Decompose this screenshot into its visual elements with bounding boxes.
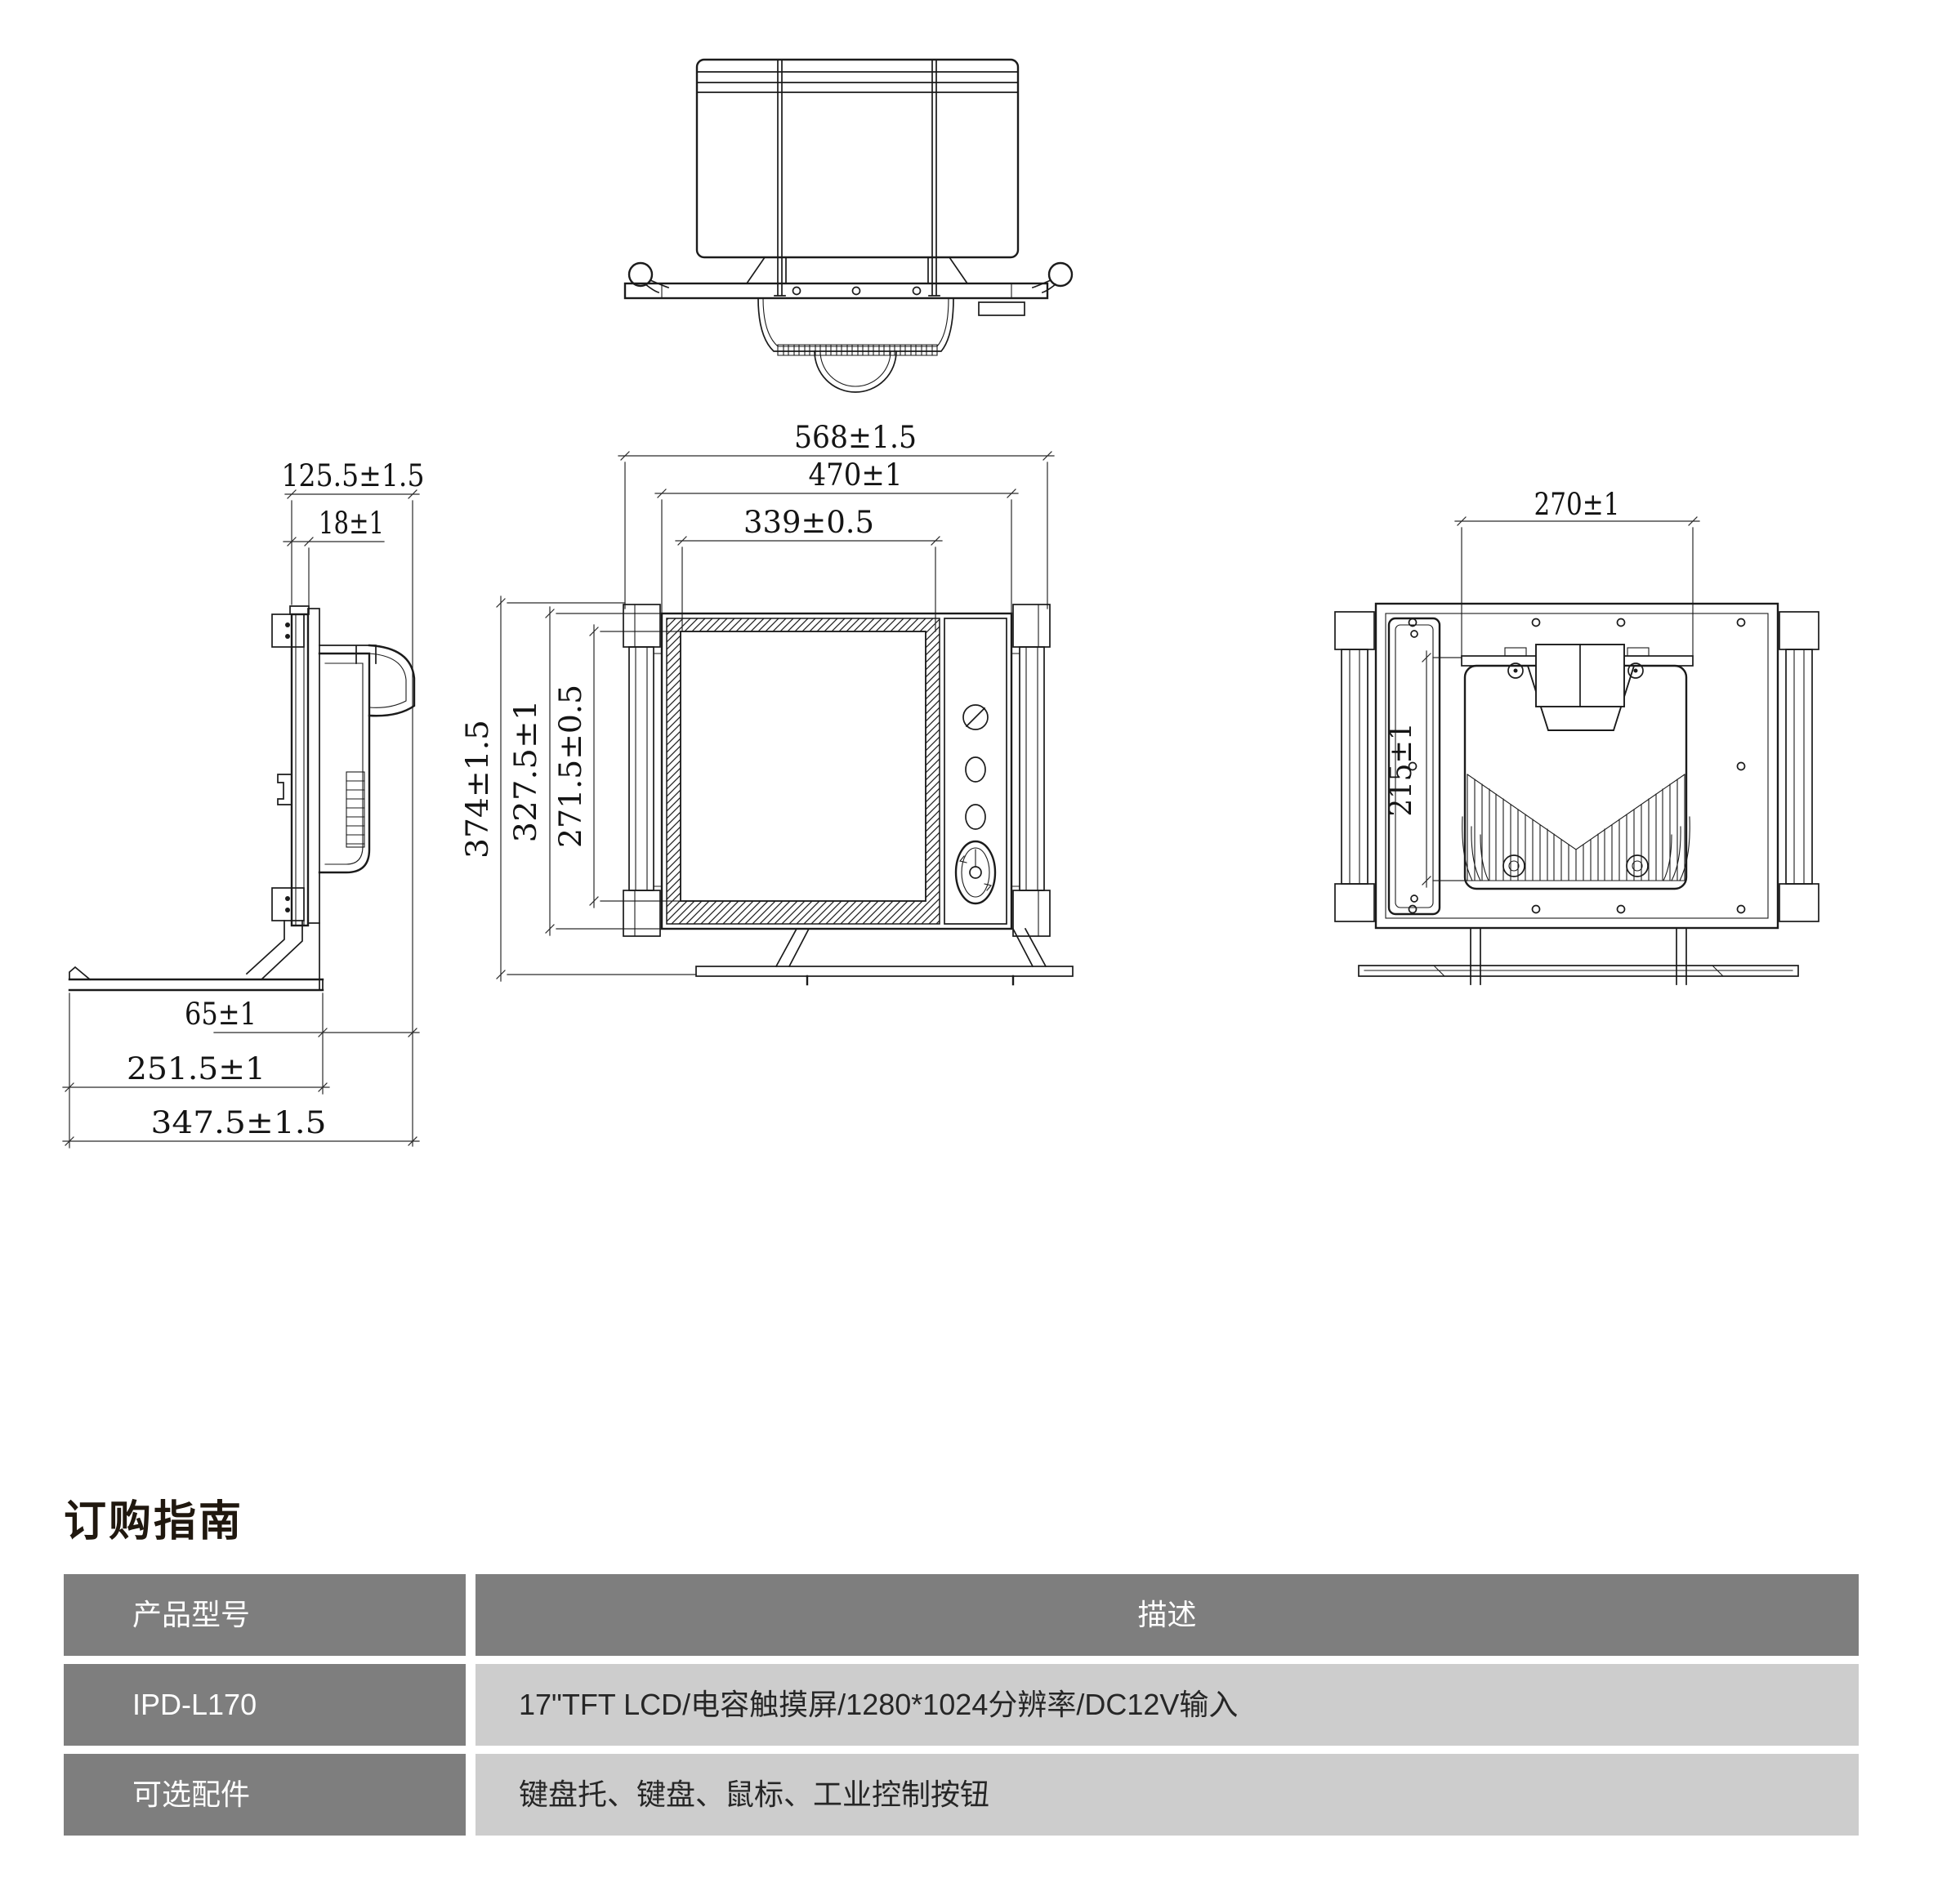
dim-label: 347.5±1.5: [151, 1105, 327, 1140]
bezel-hatch: [666, 618, 940, 925]
heatsink-fins: [1467, 774, 1685, 881]
rear-view: 270±1 215±1: [1334, 487, 1819, 985]
front-bezel: [660, 612, 1013, 930]
dim-label: 125.5±1.5: [282, 458, 425, 493]
order-guide-section: 订购指南 产品型号 描述 IPD-L170 17"TFT LCD/电容触摸屏/1…: [64, 1498, 1859, 1844]
dim-label: 327.5±1: [508, 700, 543, 843]
side-view: 125.5±1.5 18±1 65±1 251.5±1 347.5±1.5: [62, 458, 425, 1149]
order-guide-title: 订购指南: [64, 1498, 244, 1546]
top-view: [623, 58, 1074, 393]
dim-label: 374±1.5: [460, 720, 495, 859]
table-row: 可选配件 键盘托、键盘、鼠标、工业控制按钮: [64, 1754, 1859, 1836]
dim-label: 339±0.5: [743, 505, 874, 540]
description-cell: 键盘托、键盘、鼠标、工业控制按钮: [475, 1754, 1859, 1836]
rear-cover: [1374, 602, 1779, 930]
stand-rear: [1358, 927, 1799, 985]
left-rail: [623, 604, 661, 937]
order-guide-table: 产品型号 描述 IPD-L170 17"TFT LCD/电容触摸屏/1280*1…: [64, 1574, 1859, 1836]
dim-label: 568±1.5: [794, 420, 917, 455]
power-screw-icon: [962, 704, 989, 730]
fin-comb: [346, 771, 365, 848]
button-icon: [965, 756, 986, 783]
lcd-screen: [680, 631, 926, 902]
right-knob: [1047, 261, 1074, 288]
cover-screws: [1408, 618, 1746, 914]
handle-profile: [368, 644, 416, 717]
rotary-knob-icon: [954, 840, 997, 905]
left-knob: [627, 261, 654, 288]
front-view: 568±1.5 470±1 339±0.5 374±1.5 327.5±1 27…: [460, 420, 1074, 986]
heatsink-comb: [777, 344, 938, 356]
model-cell: 可选配件: [64, 1754, 466, 1836]
dim-label: 18±1: [319, 506, 384, 541]
dimension-drawing: .o{fill:none;stroke:#1b1b1b;stroke-width…: [62, 58, 1819, 1149]
latch-hook: [277, 774, 292, 805]
dim-label: 251.5±1: [127, 1051, 266, 1086]
table-header-row: 产品型号 描述: [64, 1574, 1859, 1656]
model-cell: IPD-L170: [64, 1664, 466, 1746]
bezel-profile: [290, 613, 310, 927]
col-header-description: 描述: [475, 1574, 1859, 1656]
left-rail-rear: [1334, 611, 1375, 922]
dim-label: 65±1: [185, 997, 257, 1032]
keyboard-tray: [68, 978, 324, 992]
control-panel: [944, 618, 1007, 925]
right-rail: [1012, 604, 1051, 937]
dim-label: 271.5±0.5: [553, 685, 588, 848]
mount-flange: [623, 282, 1049, 300]
button-icon: [965, 804, 986, 830]
table-row: IPD-L170 17"TFT LCD/电容触摸屏/1280*1024分辨率/D…: [64, 1664, 1859, 1746]
cable-cover: [1387, 617, 1441, 916]
right-rail-rear: [1779, 611, 1819, 922]
dim-label: 470±1: [809, 457, 903, 493]
description-cell: 17"TFT LCD/电容触摸屏/1280*1024分辨率/DC12V输入: [475, 1664, 1859, 1746]
stand: [695, 927, 1074, 986]
dim-label: 270±1: [1534, 487, 1620, 522]
rear-housing-profile: [318, 652, 371, 874]
col-header-model: 产品型号: [64, 1574, 466, 1656]
